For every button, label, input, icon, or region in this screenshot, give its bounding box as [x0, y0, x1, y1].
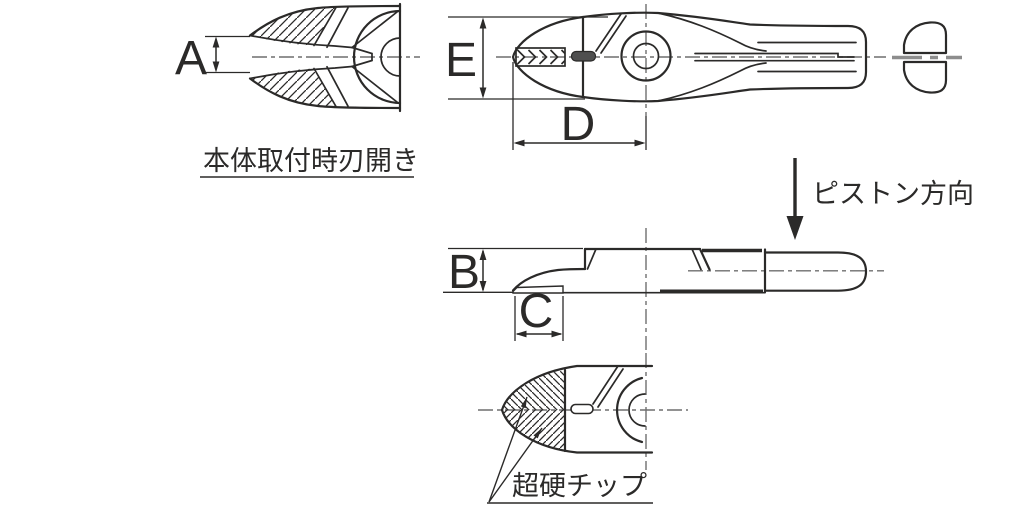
- front-open-view: A 本体取付時刃開き: [175, 2, 420, 178]
- dimension-e: E: [445, 16, 608, 100]
- dim-b-arrow-up-icon: [479, 249, 487, 260]
- upper-jaw-cutting-edge: [249, 34, 353, 49]
- pivot-hole-outer-arc: [616, 376, 644, 444]
- upper-jaw-tip-detail: [351, 46, 373, 62]
- shank-outline: [763, 251, 868, 292]
- block-right-chamfer-outer: [698, 247, 711, 271]
- piston-arrow-head-icon: [786, 216, 804, 240]
- upper-jaw-bevel-line-1: [313, 6, 337, 47]
- front-top-curve: [511, 267, 587, 292]
- spring-pin: [570, 403, 594, 415]
- dim-c-label: C: [519, 285, 554, 338]
- dim-b-label: B: [448, 246, 480, 299]
- lower-lobe: [902, 60, 948, 94]
- front-open-caption: 本体取付時刃開き: [200, 146, 419, 178]
- upper-jaw-hatch-area: [250, 7, 336, 46]
- dim-e-label: E: [445, 34, 477, 87]
- dim-c-arrow-right-icon: [551, 330, 563, 338]
- head-rear-edge-upper: [657, 12, 767, 52]
- side-view: B C: [443, 228, 884, 350]
- pivot-boss-arc: [352, 9, 402, 105]
- dimension-c: C: [514, 285, 564, 341]
- head-rear-edge-lower: [657, 62, 767, 102]
- dimension-d: D: [512, 62, 647, 151]
- dim-a-label: A: [175, 32, 207, 85]
- upper-lobe: [902, 21, 948, 55]
- center-slot-upper: [694, 52, 855, 58]
- carbide-tip-callout: 超硬チップ: [487, 396, 653, 504]
- lower-jaw-tip-detail: [351, 59, 373, 68]
- dim-e-arrow-up-icon: [479, 17, 487, 29]
- blade-opening-caption: 本体取付時刃開き: [203, 146, 419, 176]
- upper-jaw-top-edge: [248, 4, 402, 37]
- block-left-chamfer: [586, 248, 597, 270]
- lower-jaw-bevel-line-1: [313, 67, 337, 108]
- dimension-a: A: [175, 32, 250, 85]
- upper-jaw-bevel-line-2: [326, 6, 349, 49]
- piston-direction: ピストン方向: [786, 158, 974, 240]
- lever-line-1: [595, 13, 622, 52]
- leader-line-1: [488, 396, 528, 503]
- blade-tip-outline: [515, 47, 566, 67]
- head-outline-upper: [500, 364, 654, 412]
- leader-arrow-1-icon: [520, 397, 527, 409]
- blade-tip-chevron-hatch: [516, 48, 565, 66]
- pivot-hole-arc: [380, 37, 401, 77]
- top-view: E D: [445, 4, 886, 151]
- dim-d-label: D: [561, 98, 596, 151]
- carbide-tip-hatch-upper: [502, 370, 565, 410]
- top-outline: [511, 11, 868, 103]
- rear-end-view: [892, 21, 962, 94]
- carbide-tip-hatch-lower: [502, 410, 565, 451]
- dimension-b: B: [443, 246, 583, 299]
- dim-b-arrow-down-icon: [479, 281, 487, 292]
- lower-jaw-cutting-edge: [249, 65, 353, 80]
- pivot-hole-inner-arc: [628, 393, 646, 427]
- spring-pin: [570, 50, 597, 62]
- lower-jaw-bevel-line-2: [326, 65, 349, 108]
- carbide-tip-label: 超硬チップ: [512, 471, 647, 501]
- leader-line-2: [488, 427, 543, 503]
- lower-jaw-bottom-edge: [248, 77, 402, 110]
- piston-direction-label: ピストン方向: [812, 179, 974, 209]
- lever-line-2: [597, 368, 624, 408]
- lever-line-2: [600, 15, 627, 54]
- pivot-hole-inner: [632, 42, 660, 70]
- head-outline-lower: [500, 408, 654, 454]
- dim-d-arrow-right-icon: [634, 139, 646, 147]
- lower-jaw-bevel-line-3: [351, 65, 398, 103]
- upper-jaw-bevel-line-3: [351, 11, 398, 49]
- lever-line-1: [592, 365, 619, 405]
- dim-d-arrow-left-icon: [513, 139, 525, 147]
- leader-arrow-2-icon: [533, 428, 542, 439]
- dim-a-arrow-down-icon: [212, 61, 220, 73]
- dim-c-arrow-left-icon: [515, 330, 527, 338]
- dim-a-arrow-up-icon: [212, 36, 220, 48]
- bottom-detail-view: 超硬チップ: [478, 353, 688, 504]
- pivot-hole-outer: [620, 30, 672, 82]
- block-right-chamfer-inner: [691, 248, 702, 271]
- lower-jaw-hatch-area: [250, 68, 336, 107]
- dim-e-arrow-down-icon: [479, 87, 487, 99]
